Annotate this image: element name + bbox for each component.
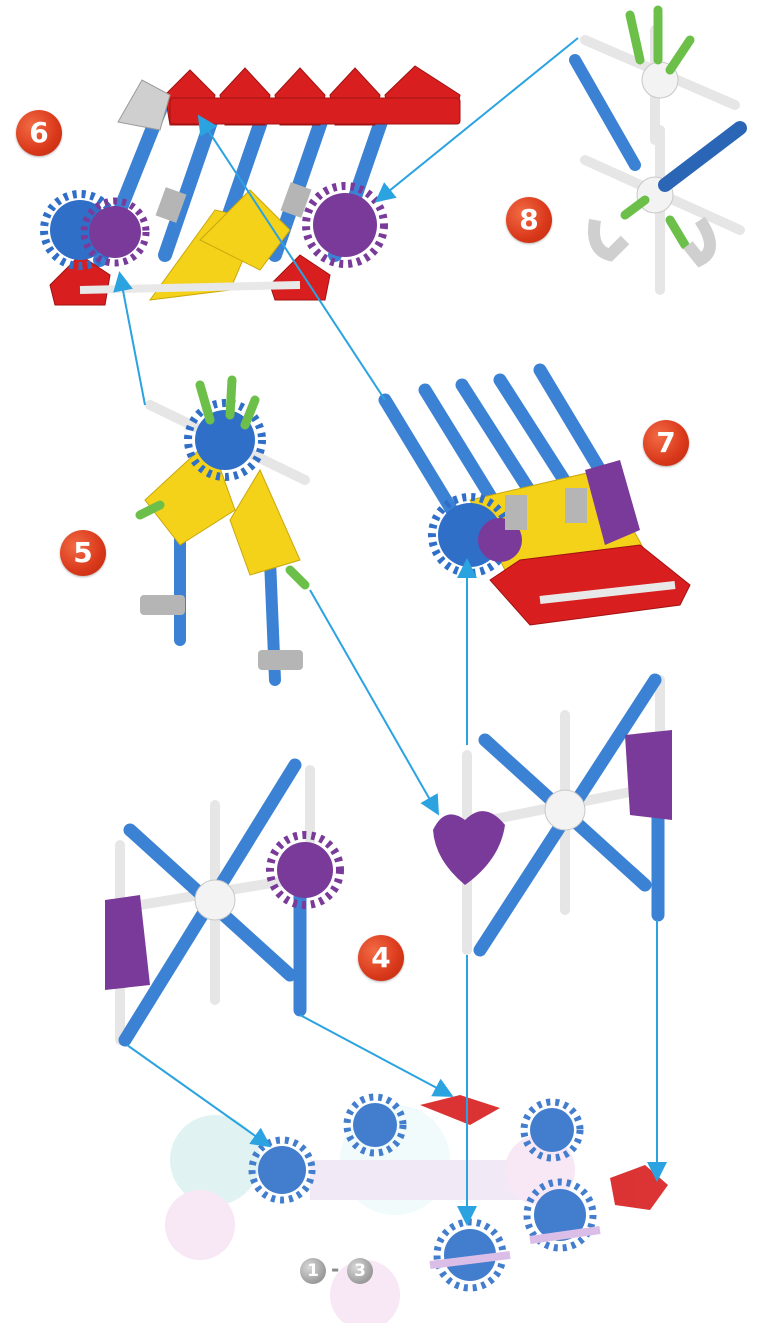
step6-assembly: [44, 66, 460, 305]
step-4-badge: 4: [358, 935, 404, 981]
step4-left-assembly: [105, 765, 340, 1040]
base-assembly: [165, 1095, 668, 1323]
step5-assembly: [140, 380, 305, 680]
assembly-arrows: [120, 38, 657, 1222]
step8-assembly: [575, 10, 740, 290]
step7-assembly: [385, 370, 690, 625]
step-8-badge: 8: [506, 197, 552, 243]
step4-right-assembly: [433, 680, 672, 950]
range-separator: -: [331, 1257, 339, 1281]
step-5-badge: 5: [60, 530, 106, 576]
range-start-badge: 1: [300, 1258, 326, 1284]
range-end-badge: 3: [347, 1258, 373, 1284]
step-7-badge: 7: [643, 420, 689, 466]
step-6-badge: 6: [16, 110, 62, 156]
